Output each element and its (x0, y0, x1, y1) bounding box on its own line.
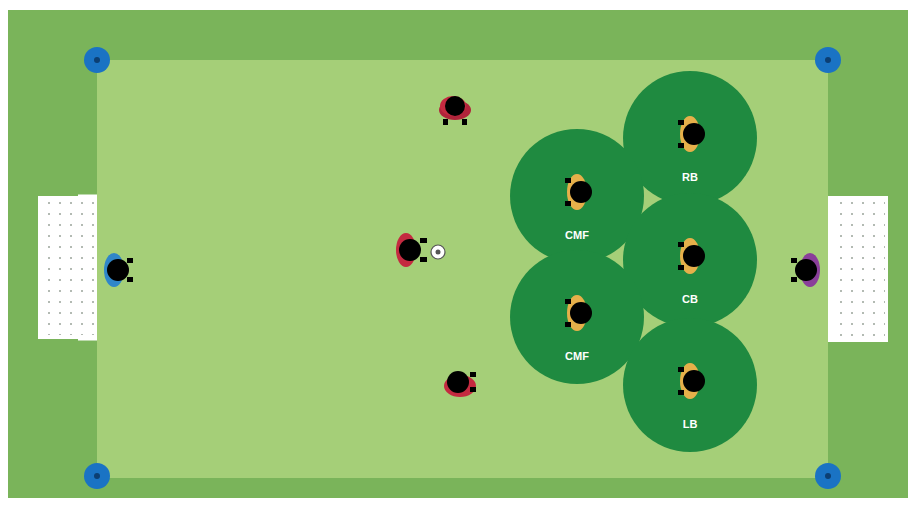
yellow-defender (565, 174, 592, 210)
player-icon (510, 129, 644, 263)
position-label: CB (623, 293, 757, 306)
red-player (396, 233, 427, 267)
yellow-defender (678, 116, 705, 152)
corner-cones (84, 47, 841, 489)
right-goal (828, 196, 888, 342)
left-goal (38, 196, 97, 339)
zone-circle: CMF (510, 129, 644, 263)
position-label: LB (623, 418, 757, 431)
position-label: RB (623, 171, 757, 184)
pitch-field (97, 60, 828, 478)
player-icon (623, 318, 757, 452)
red-player (439, 96, 471, 125)
player-icon (510, 250, 644, 384)
red-player (444, 371, 476, 397)
ball (431, 245, 445, 259)
blue-goalkeeper (104, 253, 133, 287)
zone-circle: CMF (510, 250, 644, 384)
yellow-defender (565, 295, 592, 331)
yellow-defender (678, 363, 705, 399)
position-label: CMF (510, 350, 644, 363)
pitch-border (8, 10, 908, 498)
position-label: CMF (510, 229, 644, 242)
zone-circle: LB (623, 318, 757, 452)
purple-goalkeeper (791, 253, 820, 287)
yellow-defender (678, 238, 705, 274)
